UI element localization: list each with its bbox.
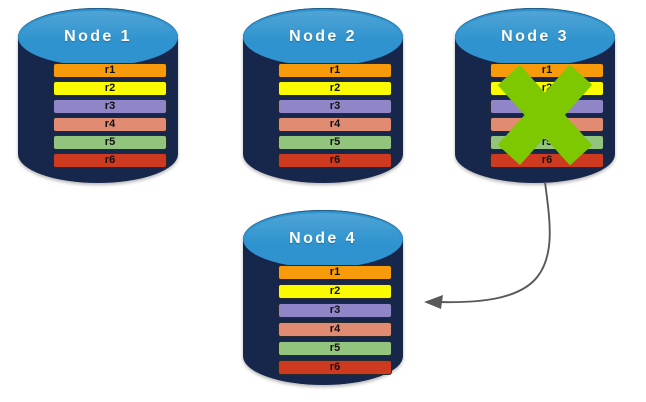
node-4[interactable]: Node 4 r1 r2 r3 r4 r5 r6 xyxy=(243,210,403,385)
record-bar[interactable]: r2 xyxy=(278,81,392,96)
cylinder-top-ellipse xyxy=(18,8,178,66)
record-bar[interactable]: r5 xyxy=(53,135,167,150)
record-bar[interactable]: r3 xyxy=(278,303,392,318)
node-4-records: r1 r2 r3 r4 r5 r6 xyxy=(243,210,403,385)
record-bar[interactable]: r4 xyxy=(53,117,167,132)
arrow-curve xyxy=(437,181,551,304)
node-2-records: r1 r2 r3 r4 r5 r6 xyxy=(243,8,403,183)
node-3-records: r1 r2 r3 r4 r5 r6 xyxy=(455,8,615,183)
record-bar[interactable]: r3 xyxy=(490,99,604,114)
record-bar[interactable]: r6 xyxy=(490,153,604,168)
record-bar[interactable]: r4 xyxy=(278,322,392,337)
record-bar[interactable]: r6 xyxy=(53,153,167,168)
record-bar[interactable]: r6 xyxy=(278,360,392,375)
record-bar[interactable]: r1 xyxy=(278,265,392,280)
node-1-label: Node 1 xyxy=(64,27,132,45)
record-bar[interactable]: r5 xyxy=(278,341,392,356)
record-bar[interactable]: r4 xyxy=(490,117,604,132)
node-3[interactable]: Node 3 r1 r2 r3 r4 r5 r6 xyxy=(455,8,615,183)
record-bar[interactable]: r6 xyxy=(278,153,392,168)
cylinder-top-ellipse xyxy=(243,210,403,268)
node-1[interactable]: Node 1 r1 r2 r3 r4 r5 r6 xyxy=(18,8,178,183)
record-bar[interactable]: r3 xyxy=(278,99,392,114)
node-2-label: Node 2 xyxy=(289,27,357,45)
record-bar[interactable]: r2 xyxy=(53,81,167,96)
node-1-records: r1 r2 r3 r4 r5 r6 xyxy=(18,8,178,183)
cylinder-top-ellipse xyxy=(455,8,615,66)
node-4-label: Node 4 xyxy=(289,229,357,247)
arrow-head xyxy=(424,295,443,309)
node-3-label: Node 3 xyxy=(501,27,569,45)
record-bar[interactable]: r2 xyxy=(278,284,392,299)
record-bar[interactable]: r5 xyxy=(490,135,604,150)
record-bar[interactable]: r2 xyxy=(490,81,604,96)
record-bar[interactable]: r5 xyxy=(278,135,392,150)
record-bar[interactable]: r1 xyxy=(490,63,604,78)
record-bar[interactable]: r1 xyxy=(278,63,392,78)
record-bar[interactable]: r1 xyxy=(53,63,167,78)
record-bar[interactable]: r4 xyxy=(278,117,392,132)
cylinder-top-ellipse xyxy=(243,8,403,66)
node-2[interactable]: Node 2 r1 r2 r3 r4 r5 r6 xyxy=(243,8,403,183)
record-bar[interactable]: r3 xyxy=(53,99,167,114)
